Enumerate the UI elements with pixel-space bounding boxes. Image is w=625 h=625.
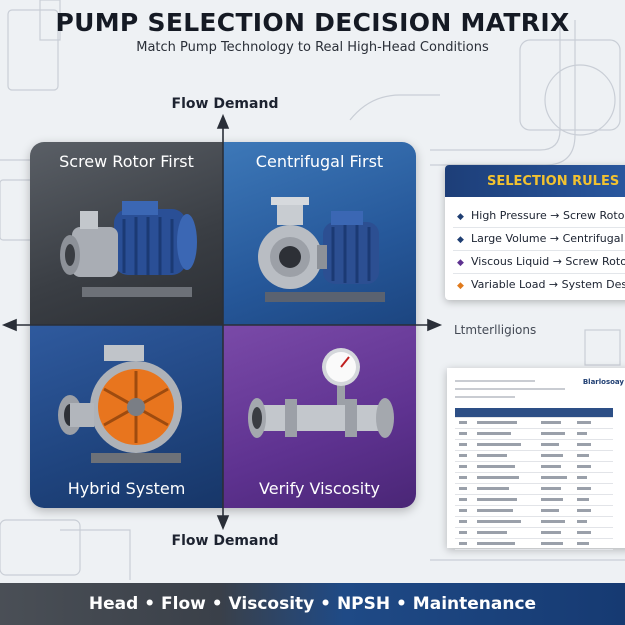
quadrant-screw-rotor-first[interactable]: Screw Rotor First (30, 142, 223, 325)
quadrant-verify-viscosity[interactable]: Verify Viscosity (223, 325, 416, 508)
axis-label-bottom: Flow Demand (171, 533, 279, 549)
selection-rules-card: SELECTION RULES ◆High Pressure → Screw R… (445, 165, 625, 300)
diamond-bullet-icon: ◆ (457, 258, 464, 268)
table-row (455, 473, 613, 484)
rule-item: ◆High Pressure → Screw Rotor (445, 205, 625, 227)
footer-banner: Head • Flow • Viscosity • NPSH • Mainten… (0, 583, 625, 625)
document-heading-line (455, 380, 535, 382)
rule-item: ◆Large Volume → Centrifugal (445, 228, 625, 250)
rule-item: ◆Variable Load → System Design (445, 274, 625, 296)
table-row (455, 528, 613, 539)
table-row (455, 506, 613, 517)
table-row (455, 517, 613, 528)
page-subtitle: Match Pump Technology to Real High-Head … (136, 40, 489, 55)
table-row (455, 462, 613, 473)
axis-label-top: Flow Demand (171, 96, 279, 112)
pressure-gauge-pipe-icon (248, 348, 394, 438)
quadrant-centrifugal-first[interactable]: Centrifugal First (223, 142, 416, 325)
quadrant-hybrid-system[interactable]: Hybrid System (30, 325, 223, 508)
document-heading-line (455, 396, 515, 398)
spec-document-thumbnail[interactable]: Blarlosoay (447, 368, 625, 550)
rule-item: ◆Viscous Liquid → Screw Rotor (445, 251, 625, 273)
conditions-label: Ltmterlligions (454, 323, 537, 337)
quadrant-label: Screw Rotor First (59, 152, 194, 171)
diamond-bullet-icon: ◆ (457, 281, 464, 291)
impeller-pump-icon (58, 345, 182, 463)
document-table (455, 408, 613, 550)
selection-rules-title: SELECTION RULES (445, 165, 625, 197)
table-row (455, 429, 613, 440)
page-title: PUMP SELECTION DECISION MATRIX (55, 8, 570, 37)
decision-matrix: Screw Rotor First Centrifugal First (30, 142, 416, 508)
document-heading-line (455, 388, 565, 390)
table-row (455, 495, 613, 506)
table-row (455, 418, 613, 429)
table-row (455, 539, 613, 550)
quadrant-label: Centrifugal First (255, 152, 384, 171)
document-brand: Blarlosoay (582, 378, 624, 386)
diamond-bullet-icon: ◆ (457, 212, 464, 222)
table-row (455, 408, 613, 418)
electric-pump-icon (60, 201, 197, 297)
quadrant-label: Hybrid System (67, 479, 186, 498)
table-row (455, 440, 613, 451)
table-row (455, 451, 613, 462)
quadrant-label: Verify Viscosity (259, 479, 380, 498)
centrifugal-pump-icon (258, 197, 385, 302)
diamond-bullet-icon: ◆ (457, 235, 464, 245)
table-row (455, 484, 613, 495)
